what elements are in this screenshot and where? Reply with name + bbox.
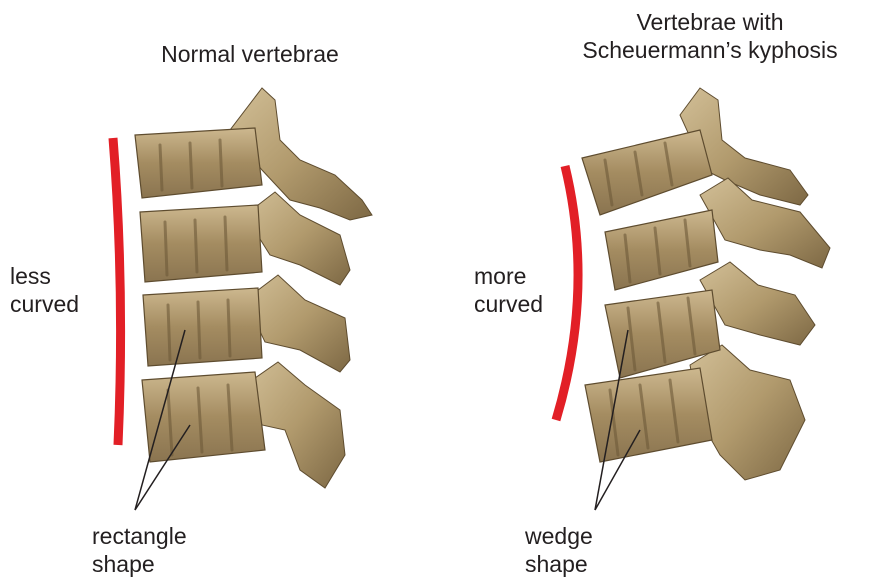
vertebral-body-3 <box>143 288 262 366</box>
vertebral-body-1 <box>135 128 262 198</box>
vertebral-body-k1 <box>582 130 712 215</box>
kyphosis-spine <box>582 88 830 480</box>
more-curved-line <box>556 166 578 420</box>
normal-spine <box>135 88 372 488</box>
vertebral-body-2 <box>140 205 262 282</box>
less-curved-line <box>113 138 121 445</box>
vertebral-body-k2 <box>605 210 718 290</box>
